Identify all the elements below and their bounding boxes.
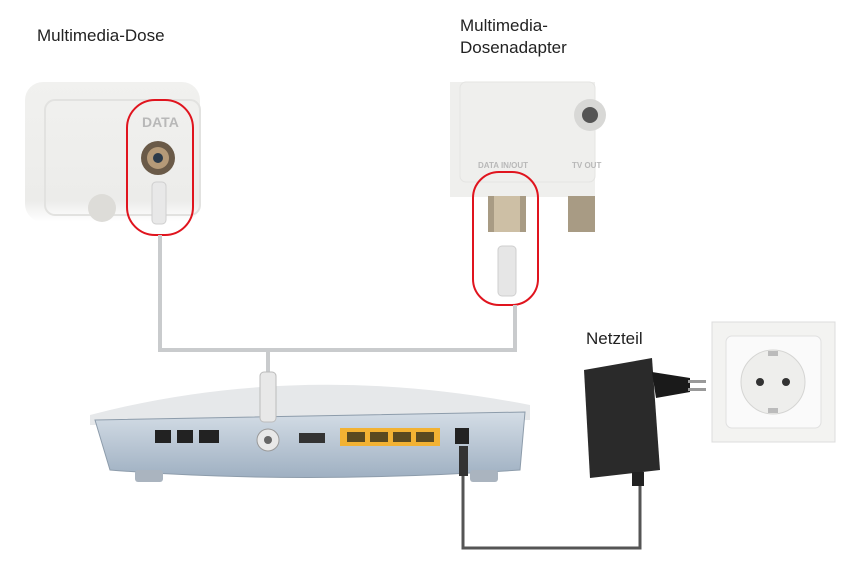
multimedia-adapter-photo: DATA IN/OUT TV OUT [450,81,606,297]
coax-cable [158,235,517,390]
power-cable [461,450,642,550]
outlet-data-text: DATA [142,114,179,130]
adapter-tv-text: TV OUT [572,161,601,170]
router-photo [90,371,530,482]
power-supply-photo [584,358,706,486]
power-plug-router [459,446,468,476]
adapter-data-text: DATA IN/OUT [478,161,528,170]
multimedia-outlet-photo: DATA [25,82,201,225]
adapter-highlight [472,171,539,306]
wall-outlet-label: Multimedia-Dose [37,26,165,45]
adapter-label-line2: Dosenadapter [460,38,567,57]
adapter-label-line1: Multimedia- [460,16,548,35]
wall-socket-photo [711,321,836,443]
power-supply-label: Netzteil [586,329,643,348]
